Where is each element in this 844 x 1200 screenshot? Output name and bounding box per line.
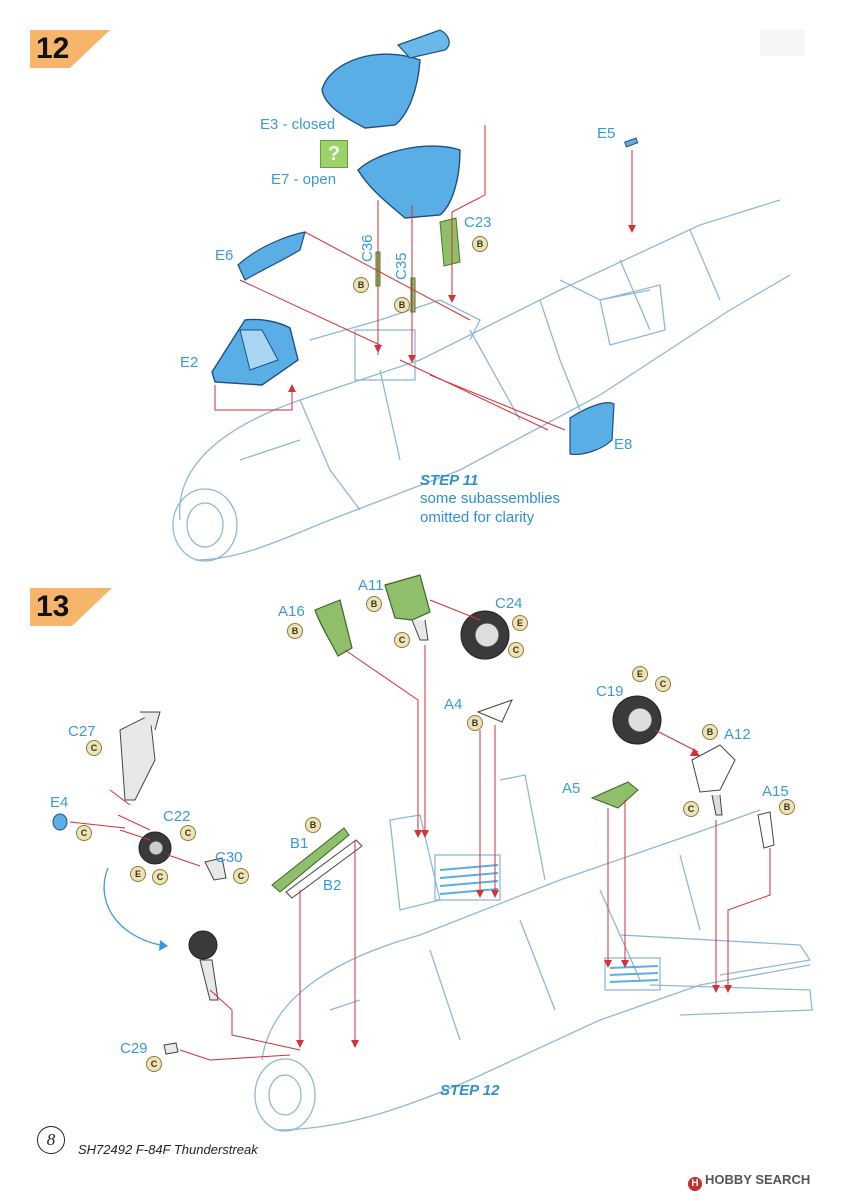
label-e3: E3 - closed xyxy=(260,116,336,133)
label-c30: C30 xyxy=(215,849,243,866)
label-b2: B2 xyxy=(323,877,342,894)
label-e4: E4 xyxy=(50,794,69,811)
step-13-badge-shape xyxy=(30,588,112,626)
label-a4: A4 xyxy=(444,696,463,713)
step-13-number: 13 xyxy=(36,590,70,623)
label-c24: C24 xyxy=(495,595,523,612)
sprue-tag: B xyxy=(779,799,795,815)
step-12-title: STEP 12 xyxy=(440,1082,500,1099)
label-e6: E6 xyxy=(215,247,234,264)
watermark-logo-icon: H xyxy=(688,1177,702,1191)
step13-wheel-bays xyxy=(439,864,659,983)
step12-arrows xyxy=(214,125,633,431)
label-c19: C19 xyxy=(596,683,624,700)
page-number: 8 xyxy=(37,1126,65,1154)
label-a15: A15 xyxy=(762,783,789,800)
question-icon: ? xyxy=(320,140,348,168)
step-11-note-line-1: some subassemblies xyxy=(420,490,561,507)
label-e2: E2 xyxy=(180,354,199,371)
label-e5: E5 xyxy=(597,125,616,142)
step13-fuselage xyxy=(254,774,813,1132)
step-12-number: 12 xyxy=(36,32,70,65)
step12-parts xyxy=(211,29,639,455)
label-c36: C36 xyxy=(359,234,376,262)
sprue-tag: C xyxy=(394,632,410,648)
move-arrow xyxy=(103,867,161,946)
step-11-note-line-2: omitted for clarity xyxy=(420,509,535,526)
step-12-badge-shape xyxy=(30,30,110,68)
sprue-tag: E xyxy=(632,666,648,682)
sprue-tag: B xyxy=(366,596,382,612)
step13-arrowheads xyxy=(296,748,732,1048)
sprue-tag: B xyxy=(394,297,410,313)
sprue-tag: E xyxy=(130,866,146,882)
step13-parts xyxy=(52,574,775,1055)
sprue-tag: B xyxy=(305,817,321,833)
step13-arrows xyxy=(69,599,771,1061)
step-11-title: STEP 11 xyxy=(420,472,479,489)
label-a11: A11 xyxy=(358,577,384,594)
label-e7: E7 - open xyxy=(271,171,337,188)
sprue-tag: C xyxy=(180,825,196,841)
sprue-tag: B xyxy=(702,724,718,740)
sprue-tag: E xyxy=(512,615,528,631)
sprue-tag: B xyxy=(353,277,369,293)
label-a16: A16 xyxy=(278,603,305,620)
label-c29: C29 xyxy=(120,1040,148,1057)
sprue-tag: C xyxy=(233,868,249,884)
label-b1: B1 xyxy=(290,835,309,852)
sprue-tag: B xyxy=(287,623,303,639)
sprue-tag: C xyxy=(655,676,671,692)
sprue-tag: C xyxy=(76,825,92,841)
sprue-tag: C xyxy=(683,801,699,817)
label-c35: C35 xyxy=(393,252,410,280)
sprue-tag: B xyxy=(467,715,483,731)
label-e8: E8 xyxy=(614,436,633,453)
sprue-tag: C xyxy=(86,740,102,756)
label-a12: A12 xyxy=(724,726,751,743)
label-a5: A5 xyxy=(562,780,581,797)
kit-footer: SH72492 F-84F Thunderstreak xyxy=(78,1142,258,1157)
label-c22: C22 xyxy=(163,808,191,825)
label-c27: C27 xyxy=(68,723,96,740)
step12-fuselage xyxy=(172,199,791,562)
sprue-tag: C xyxy=(152,869,168,885)
sprue-tag: C xyxy=(508,642,524,658)
sprue-tag: B xyxy=(472,236,488,252)
sprue-tag: C xyxy=(146,1056,162,1072)
step12-arrowheads xyxy=(288,225,636,392)
label-c23: C23 xyxy=(464,214,492,231)
